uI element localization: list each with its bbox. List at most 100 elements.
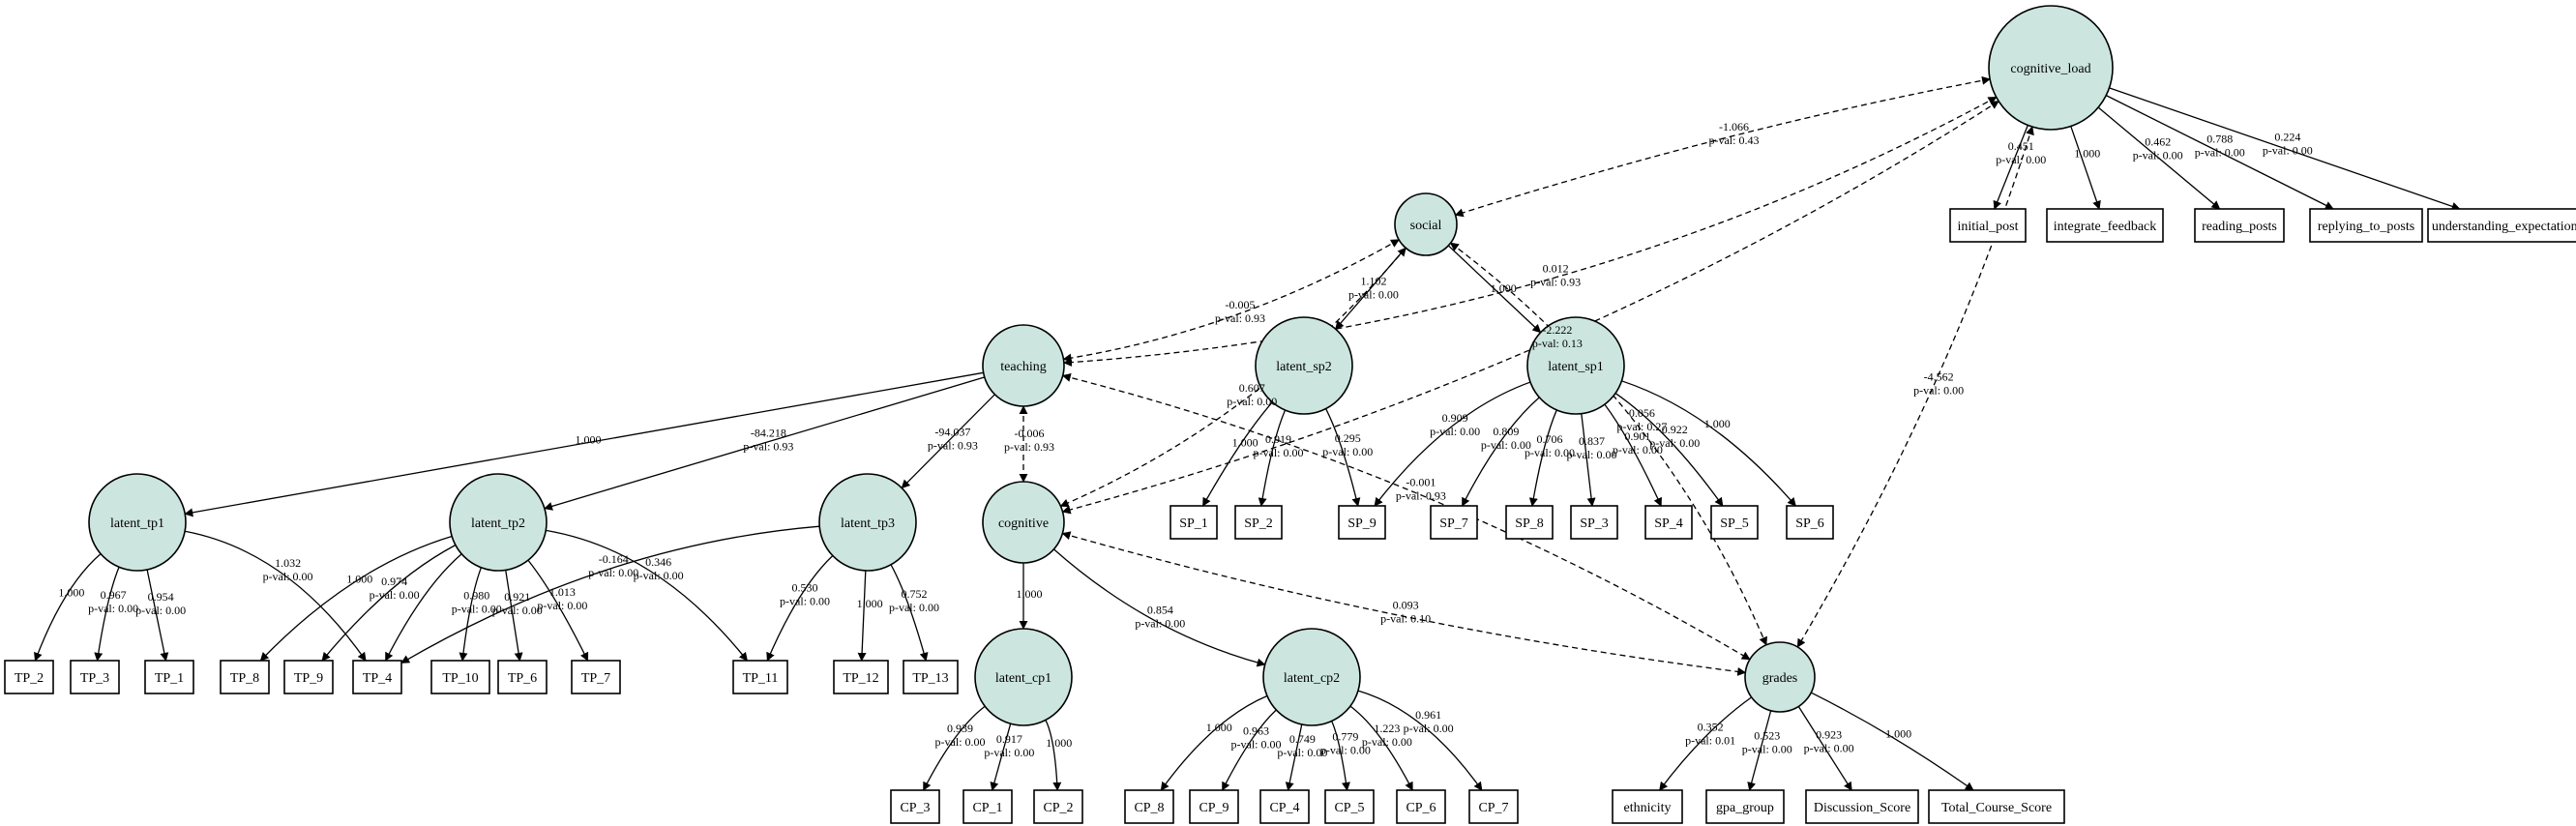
observed-box	[2046, 208, 2164, 243]
node-label: CP_8	[1134, 801, 1164, 815]
edge-teaching-to-grades	[1061, 373, 1751, 661]
latent-circle	[1744, 641, 1816, 713]
edge-cognitive_load-to-understanding_expectations	[2109, 87, 2461, 211]
edge-label-social-to-latent_sp1: 1.000	[1491, 281, 1517, 295]
edge-latent_cp2-to-CP_5	[1331, 721, 1350, 791]
node-initial_post: initial_post	[1949, 208, 2027, 243]
node-label: CP_4	[1269, 801, 1299, 815]
observed-box	[1324, 789, 1375, 824]
observed-box	[1338, 505, 1386, 540]
observed-box	[430, 660, 490, 694]
latent-circle	[449, 473, 548, 572]
node-label: TP_13	[912, 671, 948, 686]
edge-latent_tp2-to-TP_11	[546, 529, 749, 662]
observed-box	[4, 660, 54, 694]
edge-latent_tp1-to-TP_4	[185, 530, 367, 662]
node-gpa_group: gpa_group	[1705, 789, 1785, 824]
edge-latent_tp1-to-TP_2	[34, 553, 102, 662]
node-label: understanding_expectations	[2432, 220, 2576, 234]
observed-box	[1805, 789, 1919, 824]
observed-box	[1928, 789, 2065, 824]
observed-box	[1710, 505, 1759, 540]
observed-box	[1949, 208, 2027, 243]
observed-box	[2427, 208, 2576, 243]
nodes-layer: cognitive_loadsocialteachingcognitivegra…	[4, 5, 2576, 824]
node-label: latent_tp2	[471, 516, 525, 531]
latent-circle	[1255, 316, 1353, 415]
edge-latent_cp2-to-CP_9	[1222, 709, 1277, 791]
node-TP_1: TP_1	[144, 660, 194, 694]
node-label: TP_7	[581, 671, 610, 686]
edge-latent_cp2-to-CP_6	[1349, 705, 1413, 791]
node-label: TP_2	[15, 671, 44, 686]
node-label: CP_3	[900, 801, 930, 815]
edge-label-latent_tp2-to-TP_8: 1.000	[346, 572, 372, 585]
node-SP_6: SP_6	[1786, 505, 1834, 540]
node-label: latent_cp1	[995, 671, 1051, 686]
node-CP_1: CP_1	[962, 789, 1013, 824]
node-CP_7: CP_7	[1468, 789, 1519, 824]
node-TP_2: TP_2	[4, 660, 54, 694]
node-label: cognitive	[998, 516, 1049, 531]
node-label: TP_4	[363, 671, 392, 686]
edges-layer	[34, 75, 2461, 791]
node-label: CP_7	[1478, 801, 1508, 815]
node-label: grades	[1762, 671, 1798, 686]
edge-label-grades-to-Total_Course_Score: 1.000	[1885, 726, 1911, 740]
node-TP_13: TP_13	[903, 660, 959, 694]
edge-latent_tp1-to-TP_1	[146, 569, 169, 662]
observed-box	[732, 660, 788, 694]
node-TP_12: TP_12	[833, 660, 889, 694]
edge-latent_cp2-to-CP_4	[1285, 723, 1303, 791]
node-label: SP_3	[1580, 516, 1609, 531]
edge-grades-to-Total_Course_Score	[1810, 692, 1974, 791]
edge-latent_tp2-to-TP_10	[459, 567, 482, 662]
node-CP_5: CP_5	[1324, 789, 1375, 824]
edge-latent_tp3-to-TP_11	[766, 555, 834, 662]
node-label: ethnicity	[1624, 801, 1672, 815]
node-SP_8: SP_8	[1505, 505, 1554, 540]
node-latent_tp1: latent_tp1	[88, 473, 187, 572]
observed-box	[497, 660, 548, 694]
observed-box	[1259, 789, 1310, 824]
node-SP_3: SP_3	[1570, 505, 1618, 540]
observed-box	[1505, 505, 1554, 540]
edge-cognitive-to-grades	[1061, 531, 1747, 676]
latent-circle	[88, 473, 187, 572]
edge-teaching-to-latent_tp3	[901, 394, 995, 489]
node-label: TP_3	[80, 671, 109, 686]
node-label: social	[1410, 219, 1442, 233]
node-label: latent_cp2	[1284, 671, 1340, 686]
edge-cognitive_load-to-integrate_feedback	[2070, 126, 2101, 210]
edge-label-latent_tp1-to-TP_2: 1.000	[58, 586, 84, 600]
node-label: CP_2	[1043, 801, 1073, 815]
node-label: latent_sp2	[1276, 360, 1332, 374]
node-label: SP_1	[1179, 516, 1208, 531]
edge-latent_tp2-to-TP_9	[321, 544, 457, 662]
node-label: SP_4	[1654, 516, 1683, 531]
edge-cognitive_load-to-reading_posts	[2097, 106, 2221, 210]
observed-box	[283, 660, 334, 694]
